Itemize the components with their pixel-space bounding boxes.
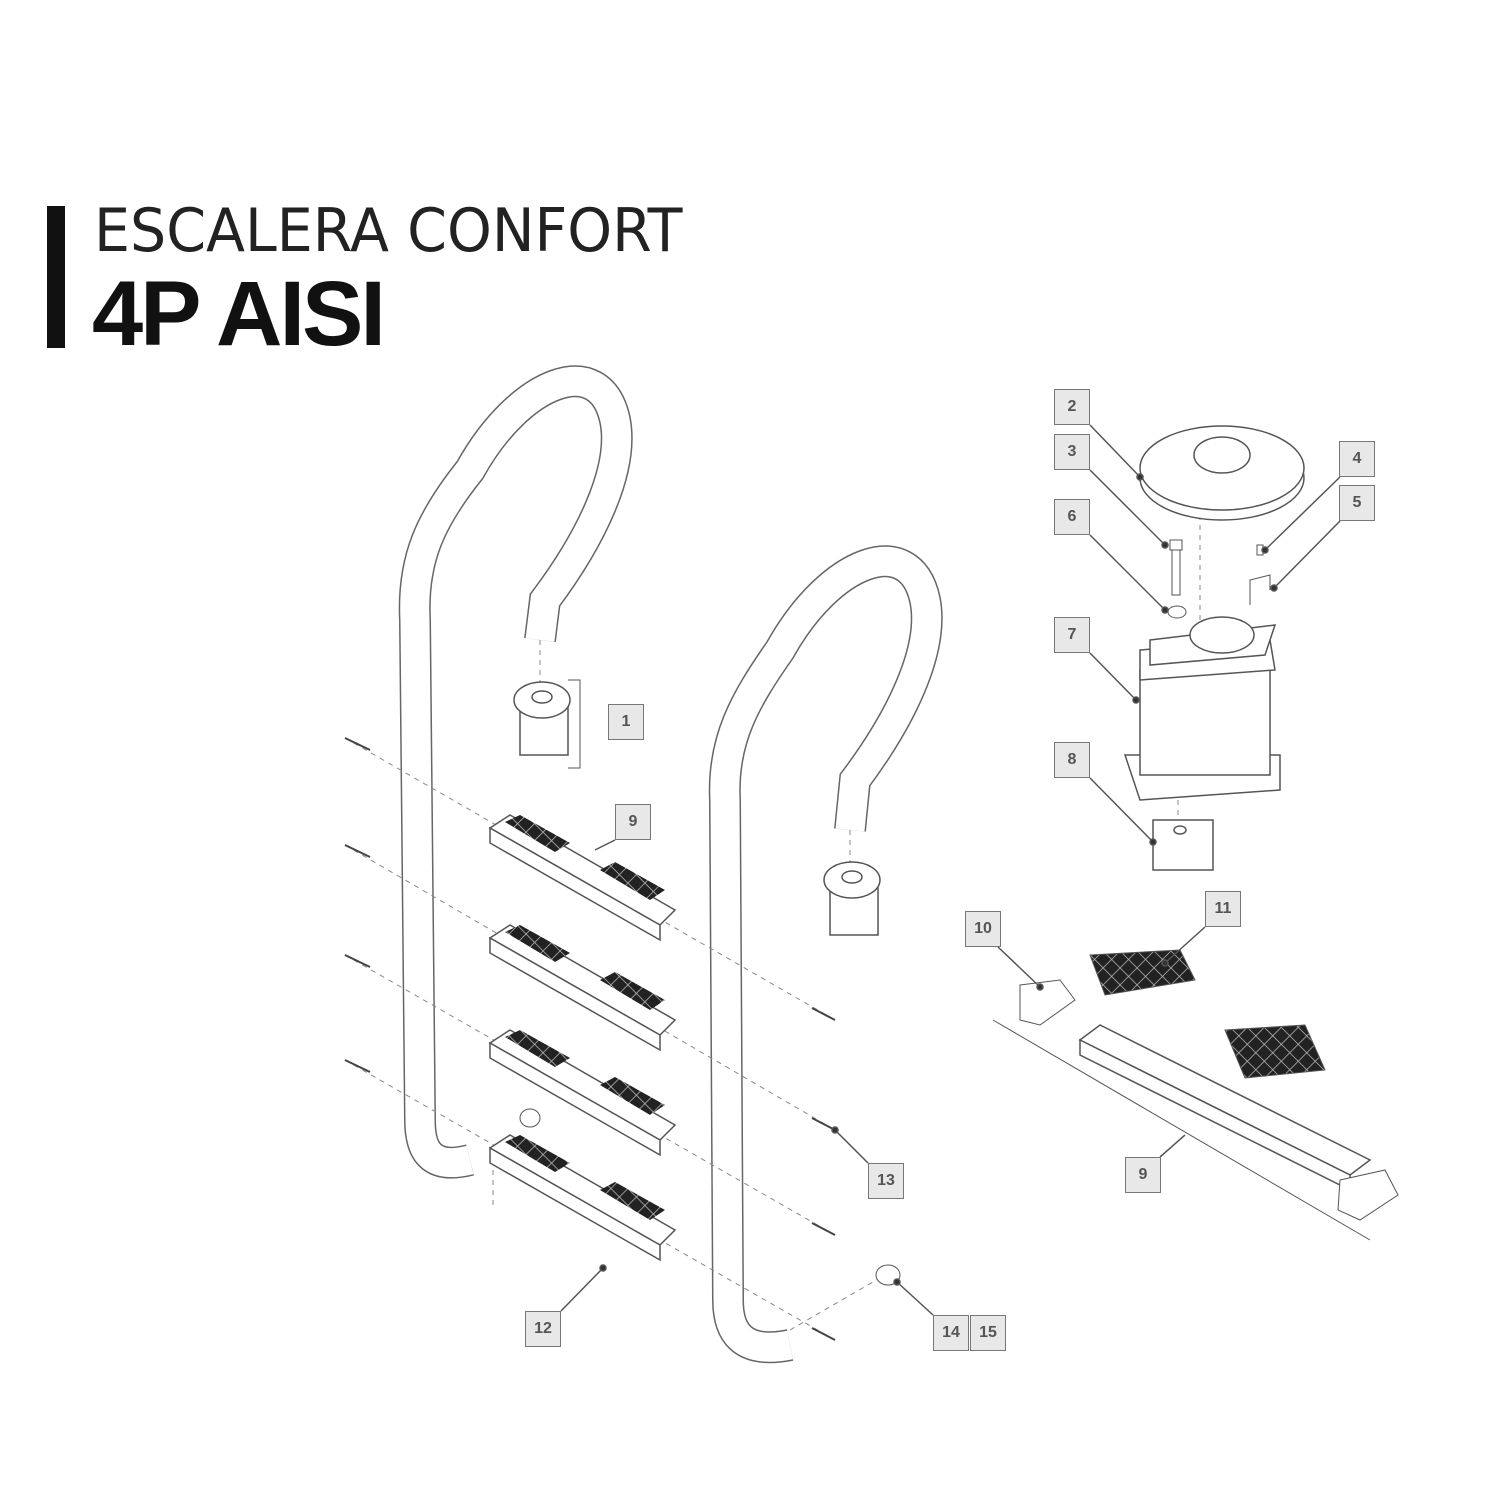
callout-9-detail: 9 xyxy=(1125,1157,1161,1193)
assembly-lines xyxy=(344,465,1201,1341)
title-line-1: ESCALERA CONFORT xyxy=(94,196,683,266)
clip-4-5 xyxy=(1249,544,1271,605)
callout-11: 11 xyxy=(1205,891,1241,927)
bolts xyxy=(344,737,836,1341)
left-handrail xyxy=(398,365,633,1179)
tread-2 xyxy=(488,924,677,1052)
bolt-3 xyxy=(1167,539,1187,619)
leader-lines xyxy=(560,424,1341,1316)
title-accent-bar xyxy=(47,206,65,348)
bracket-1 xyxy=(568,679,581,769)
callout-9-ladder: 9 xyxy=(615,804,651,840)
treads xyxy=(488,814,677,1262)
callout-12: 12 xyxy=(525,1311,561,1347)
callout-3: 3 xyxy=(1054,434,1090,470)
callout-8: 8 xyxy=(1054,742,1090,778)
anchor-right xyxy=(823,861,881,936)
tread-1 xyxy=(488,814,677,942)
callout-2: 2 xyxy=(1054,389,1090,425)
callout-15: 15 xyxy=(970,1315,1006,1351)
anchor-left xyxy=(513,681,571,756)
callout-10: 10 xyxy=(965,911,1001,947)
callout-7: 7 xyxy=(1054,617,1090,653)
callout-6: 6 xyxy=(1054,499,1090,535)
tread-4 xyxy=(488,1134,677,1262)
tread-3 xyxy=(488,1029,677,1157)
block-8 xyxy=(1152,819,1214,871)
callout-4: 4 xyxy=(1339,441,1375,477)
callout-14: 14 xyxy=(933,1315,969,1351)
tread-exploded xyxy=(992,949,1399,1241)
title-line-2: 4P AISI xyxy=(92,263,386,365)
escutcheon-plate xyxy=(1139,425,1305,521)
callout-13: 13 xyxy=(868,1163,904,1199)
right-handrail xyxy=(708,545,943,1364)
callout-1: 1 xyxy=(608,704,644,740)
callout-5: 5 xyxy=(1339,485,1375,521)
anchor-block-7 xyxy=(1123,616,1281,801)
